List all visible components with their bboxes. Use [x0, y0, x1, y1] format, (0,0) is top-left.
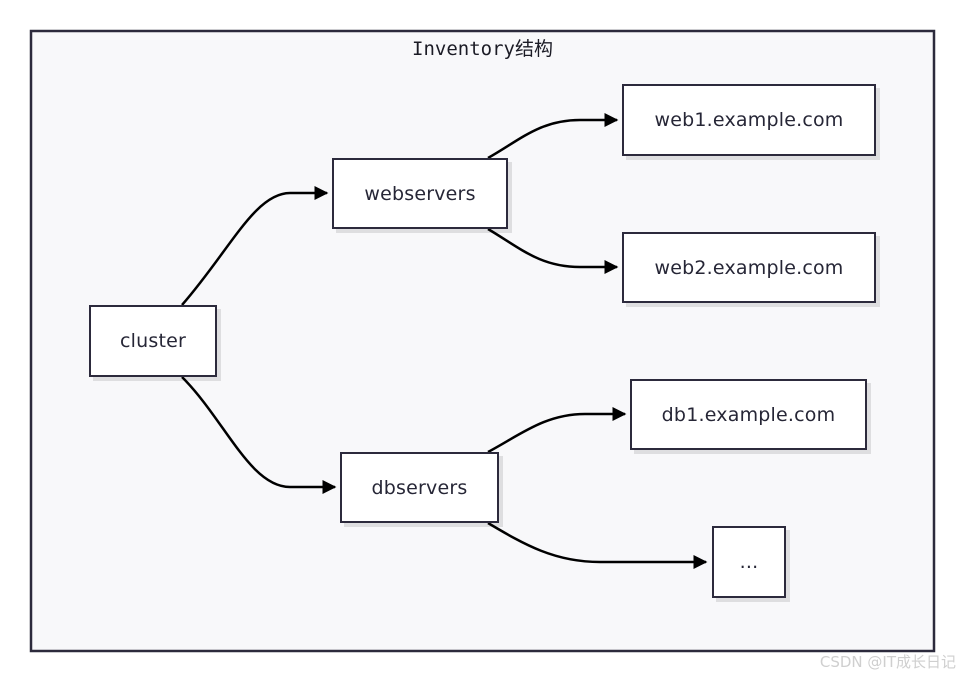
node-more: ... — [712, 526, 786, 598]
diagram-title: Inventory结构 — [412, 38, 553, 60]
node-db1: db1.example.com — [630, 379, 867, 450]
node-web2: web2.example.com — [622, 232, 876, 303]
edge-dbservers-more — [487, 521, 708, 569]
node-dbservers: dbservers — [340, 452, 499, 523]
node-web1: web1.example.com — [622, 84, 876, 156]
edge-cluster-dbservers — [181, 376, 337, 494]
edge-cluster-webservers — [181, 186, 329, 306]
watermark: CSDN @IT成长日记 — [819, 653, 956, 671]
node-cluster: cluster — [89, 305, 217, 377]
edge-webservers-web1 — [487, 113, 619, 160]
node-webservers: webservers — [332, 158, 508, 229]
edge-webservers-web2 — [487, 227, 619, 274]
edge-dbservers-db1 — [487, 407, 627, 454]
